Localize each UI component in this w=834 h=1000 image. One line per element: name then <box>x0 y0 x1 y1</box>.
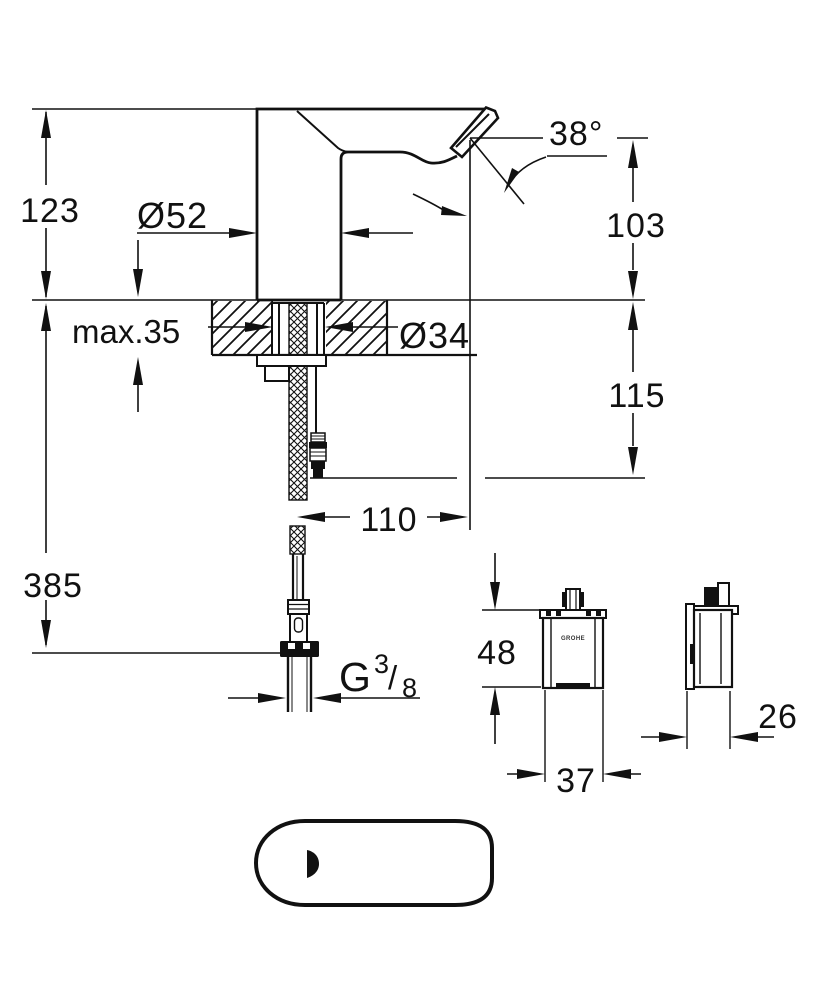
mounting-nut <box>264 365 290 382</box>
dim-spout-height-and-depth: 103 115 <box>606 140 666 475</box>
supply-hose <box>288 365 308 501</box>
box-cable-connector <box>565 588 581 611</box>
outlet-leader-arrowhead <box>441 206 467 216</box>
dim-spout-reach: 110 <box>297 501 468 539</box>
dim-box-depth-label: 26 <box>758 698 798 736</box>
thread-label-g: G <box>339 654 371 700</box>
box-side-connector <box>704 587 717 606</box>
dim-spout-height-label: 103 <box>606 207 666 245</box>
mounting-flange <box>256 354 327 367</box>
dim-deck-thickness-label: max.35 <box>72 313 180 350</box>
dim-spout-reach-label: 110 <box>360 501 417 539</box>
sensor-window <box>307 850 319 878</box>
faucet-top-outline <box>253 819 494 907</box>
faucet-side-view <box>32 105 500 302</box>
dim-deck-thickness: max.35 <box>72 240 180 412</box>
dim-thread-size: G 3 / 8 <box>228 649 420 703</box>
control-box-front-view: GROHE 48 37 <box>477 553 641 800</box>
dim-box-width-label: 37 <box>556 762 596 800</box>
dim-box-height-label: 48 <box>477 634 517 672</box>
box-housing <box>541 616 605 690</box>
dim-overall-height: 123 <box>20 110 80 299</box>
faucet-top-view <box>253 819 494 907</box>
thread-label-denominator: 8 <box>402 673 417 703</box>
shank-and-hoses <box>256 302 327 712</box>
dim-body-diameter-label: Ø52 <box>137 195 208 236</box>
reference-lines <box>32 137 648 654</box>
faucet-body-outline <box>255 107 486 300</box>
dim-hole-diameter: Ø34 <box>208 315 470 356</box>
angle-arc-arrowhead <box>504 168 519 193</box>
body-flare-line <box>296 110 349 153</box>
thread-label-numerator: 3 <box>374 649 389 679</box>
spout-aerator-face <box>449 105 500 159</box>
dim-total-height-label: 385 <box>23 567 83 605</box>
brand-logo: GROHE <box>561 636 585 642</box>
dim-overall-height-label: 123 <box>20 192 80 230</box>
cable-plug <box>309 442 327 448</box>
dim-hole-diameter-label: Ø34 <box>399 315 470 356</box>
angle-reference-line <box>469 137 525 205</box>
g38-connection-nut <box>280 641 319 657</box>
dim-total-height: 385 <box>23 303 83 648</box>
dim-spout-angle: 38° <box>549 115 603 153</box>
control-box-side-view: 26 <box>641 582 798 749</box>
thread-label-slash: / <box>388 659 398 696</box>
dim-spout-angle-label: 38° <box>549 115 603 153</box>
spout-underside <box>339 150 458 300</box>
dim-body-diameter: Ø52 <box>137 195 413 238</box>
dim-below-deck-label: 115 <box>608 377 665 415</box>
